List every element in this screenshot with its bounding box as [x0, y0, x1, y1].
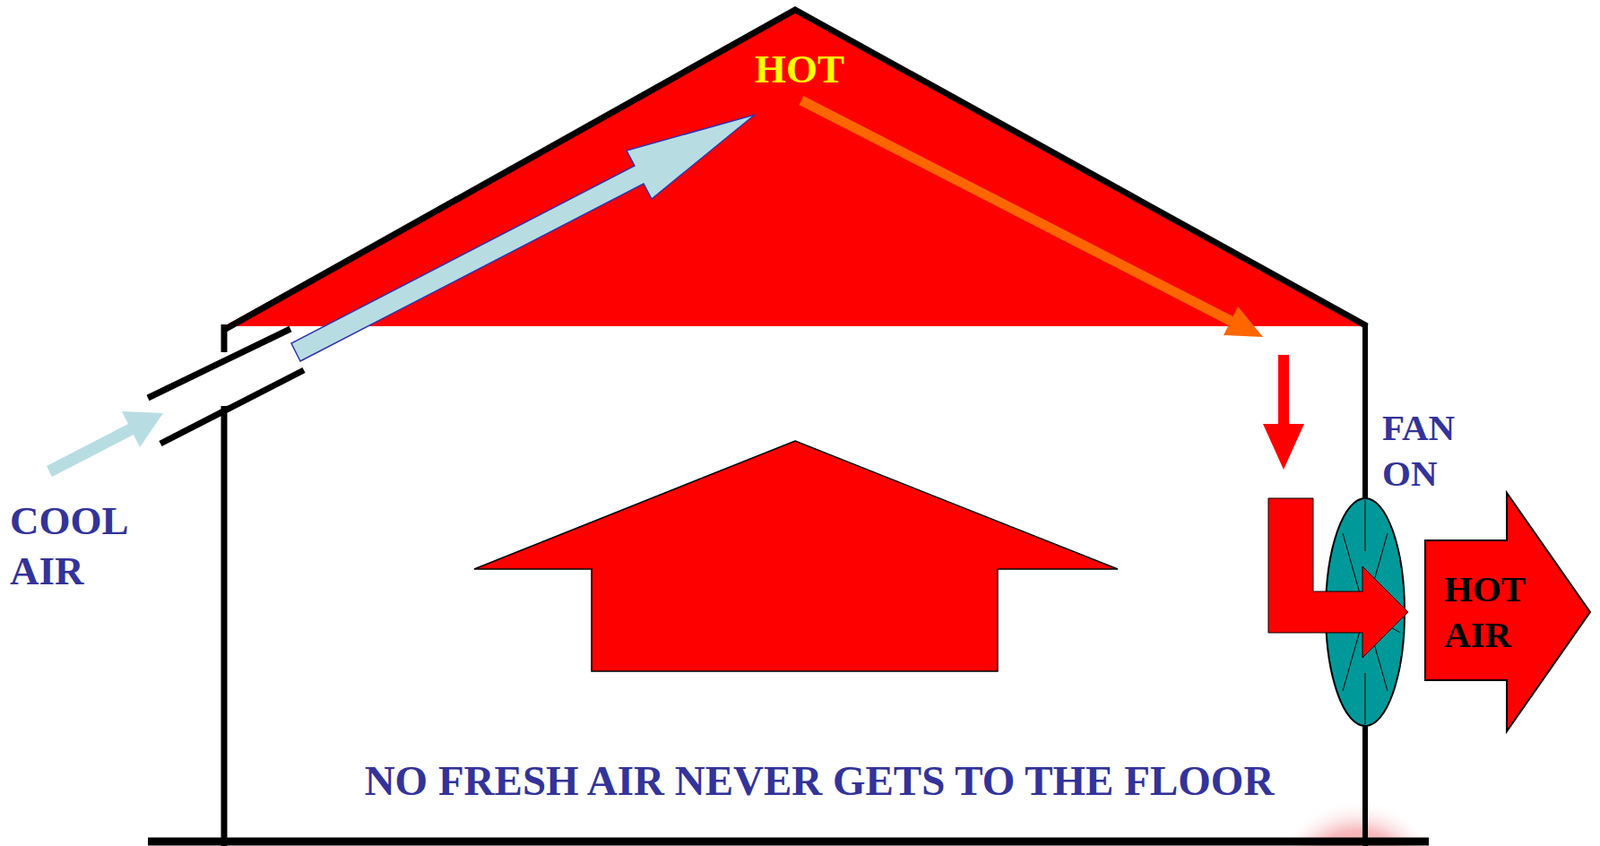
inlet-label: COOL AIR	[9, 495, 140, 597]
exhaust-arrow: HOT AIR	[1425, 492, 1591, 732]
node-text: HOT	[709, 45, 890, 93]
up-arrow	[474, 441, 1118, 672]
fan-blade	[1365, 533, 1388, 613]
floor-line	[147, 838, 1429, 846]
fan-body	[1325, 498, 1405, 727]
attic-zone: HOT	[222, 7, 1370, 329]
rising-air-arrow	[291, 114, 755, 362]
vent-slat	[147, 328, 291, 398]
exhaust-turn-arrow	[1268, 498, 1409, 658]
fan-blade	[1330, 591, 1401, 633]
attic-fill	[224, 9, 1367, 327]
vent-slat	[160, 370, 304, 444]
hot-flow-line	[801, 100, 1233, 322]
node-text: HOT AIR	[1444, 566, 1543, 658]
fan-symbol-outline	[1324, 497, 1406, 727]
roof-line	[224, 9, 1367, 330]
exhaust-shape	[1425, 492, 1591, 732]
node-text: FAN ON	[1382, 405, 1477, 497]
fan-blade	[1365, 673, 1367, 725]
fan-symbol: FAN ON	[1324, 497, 1406, 727]
note-text: NO FRESH AIR NEVER GETS TO THE FLOOR	[224, 754, 1415, 807]
exhaust-arrow-outline	[1425, 492, 1591, 732]
down-arrow	[1262, 354, 1305, 470]
fan-blade	[1365, 612, 1388, 692]
inlet-arrow	[46, 411, 164, 477]
fan-blade	[1342, 533, 1366, 613]
left-wall	[221, 406, 228, 846]
pink-glow	[1267, 799, 1447, 846]
fan-blade	[1342, 612, 1366, 692]
fan-blade	[1365, 500, 1367, 552]
hot-flow-head	[1223, 306, 1263, 338]
